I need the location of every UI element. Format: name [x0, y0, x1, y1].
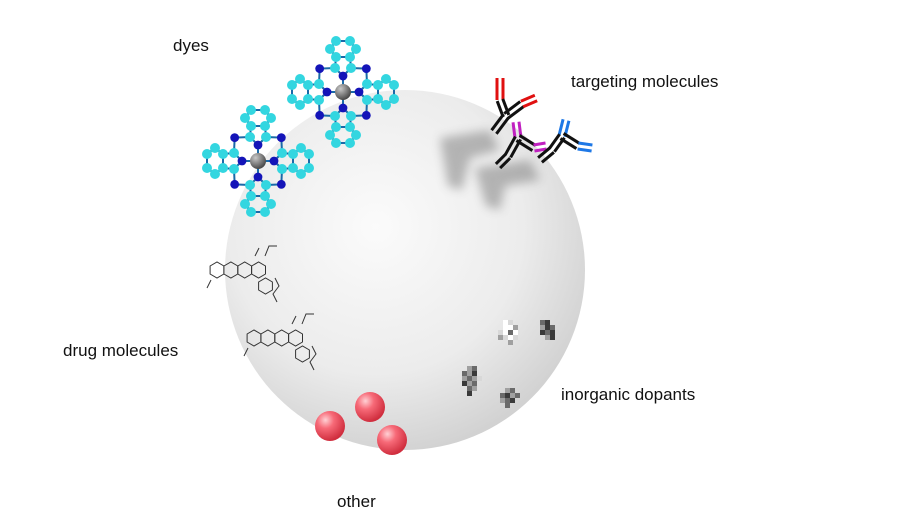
dye-molecule-2: [202, 105, 314, 217]
other-sphere-1: [355, 392, 385, 422]
other-sphere-3: [377, 425, 407, 455]
other-label: other: [337, 492, 376, 511]
dyes-label: dyes: [173, 36, 209, 55]
dye-molecule-1: [287, 36, 399, 148]
antibody-shadows: [440, 130, 540, 210]
drug-molecule-1: [206, 245, 280, 303]
other-sphere-2: [315, 411, 345, 441]
targeting-molecules-label: targeting molecules: [571, 72, 719, 91]
drug-molecules-label: drug molecules: [63, 341, 179, 360]
targeting-antibodies: [490, 78, 593, 170]
drug-molecule-2: [243, 313, 317, 371]
inorganic-dopant-clusters: [462, 320, 555, 408]
inorganic-dopants-label: inorganic dopants: [561, 385, 696, 404]
